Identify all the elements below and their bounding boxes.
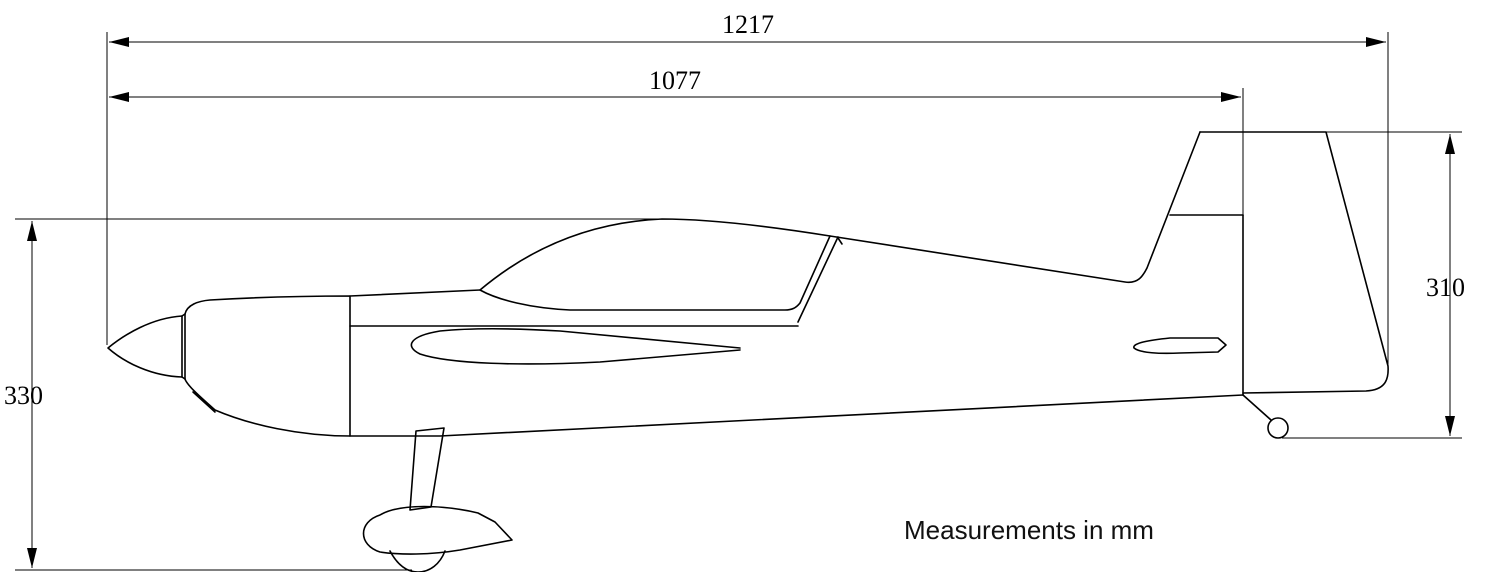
dimension-label-fuselage-length: 1077 [649,66,701,95]
turtle-deck [829,131,1201,284]
tail-wheel [1267,417,1289,439]
engine-cowl [184,295,351,437]
horizontal-stabilizer [1133,337,1227,355]
dimension-label-overall-length: 1217 [722,10,774,39]
main-wheel [389,550,446,572]
dimension-label-tail-height: 310 [1426,273,1465,302]
dimension-label-overall-height: 330 [4,381,43,410]
measurement-units-note: Measurements in mm [904,515,1154,545]
wheel-pant [362,505,513,555]
main-landing-gear [409,427,445,511]
dimension-overall-length: 1217 [106,10,1389,368]
dimension-overall-height: 330 [4,218,662,571]
fuselage-bottom [349,394,1244,437]
dimension-fuselage-length: 1077 [109,66,1244,215]
canopy [479,218,831,311]
wing-airfoil [410,327,741,365]
dimension-tail-height: 310 [1282,131,1465,439]
vertical-fin [1199,131,1389,394]
aircraft-outline [107,131,1389,572]
fuselage-top [349,289,481,297]
propeller-spinner [107,315,183,378]
